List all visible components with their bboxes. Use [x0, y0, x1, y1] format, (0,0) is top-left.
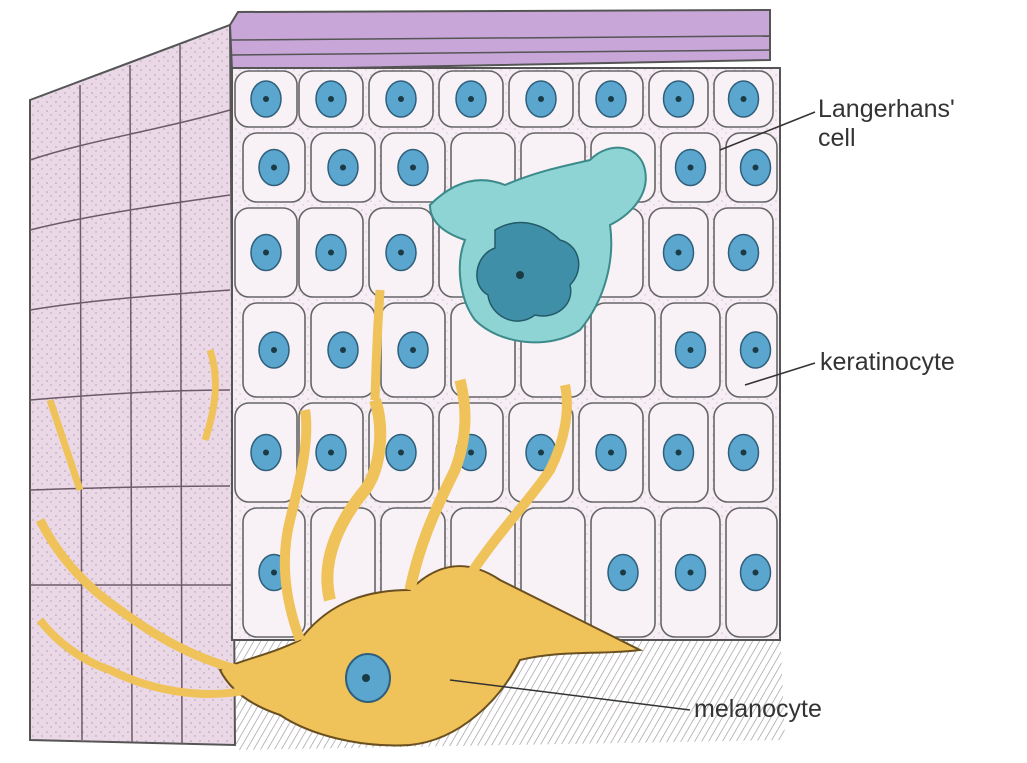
nucleolus	[753, 165, 759, 171]
melanocyte-label: melanocyte	[694, 695, 822, 724]
langerhans-label-line1: Langerhans'	[818, 95, 955, 124]
nucleolus	[688, 165, 694, 171]
nucleolus	[676, 250, 682, 256]
nucleolus	[608, 96, 614, 102]
nucleolus	[271, 347, 277, 353]
nucleolus	[398, 96, 404, 102]
nucleolus	[741, 96, 747, 102]
nucleolus	[741, 450, 747, 456]
nucleolus	[676, 96, 682, 102]
nucleolus	[340, 347, 346, 353]
nucleolus	[398, 450, 404, 456]
nucleolus	[271, 165, 277, 171]
keratinocyte-cells	[235, 71, 777, 637]
nucleolus	[676, 450, 682, 456]
nucleolus	[263, 250, 269, 256]
nucleolus	[538, 450, 544, 456]
nucleolus	[688, 570, 694, 576]
nucleolus	[263, 96, 269, 102]
nucleolus	[340, 165, 346, 171]
nucleolus	[620, 570, 626, 576]
nucleolus	[328, 250, 334, 256]
nucleolus	[263, 450, 269, 456]
nucleolus	[271, 570, 277, 576]
nucleolus	[410, 347, 416, 353]
nucleolus	[538, 96, 544, 102]
nucleolus	[753, 570, 759, 576]
nucleolus	[468, 450, 474, 456]
nucleolus	[410, 165, 416, 171]
nucleolus	[753, 347, 759, 353]
keratinocyte-label: keratinocyte	[820, 348, 955, 377]
nucleolus	[608, 450, 614, 456]
nucleolus	[468, 96, 474, 102]
nucleolus	[688, 347, 694, 353]
nucleolus	[398, 250, 404, 256]
langerhans-cell-label: Langerhans' cell	[818, 95, 955, 153]
nucleolus	[328, 96, 334, 102]
top-layer	[230, 10, 770, 70]
nucleolus	[328, 450, 334, 456]
langerhans-label-line2: cell	[818, 124, 955, 153]
nucleolus	[741, 250, 747, 256]
keratinocyte	[591, 303, 655, 397]
